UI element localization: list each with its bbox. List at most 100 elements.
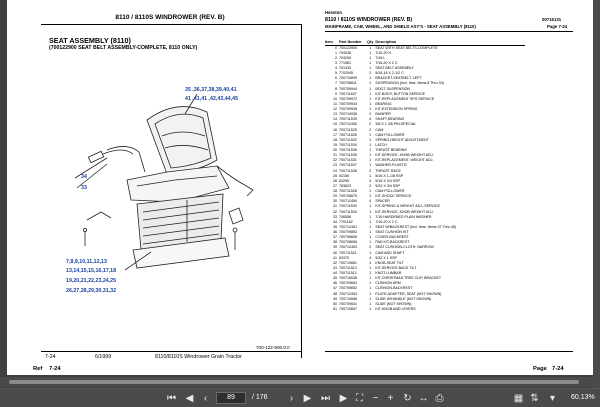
doc-number: 00716131	[542, 17, 562, 22]
part-number: 700708675	[339, 194, 357, 199]
part-number: 63156	[339, 173, 349, 178]
part-number: 700711528	[339, 132, 357, 137]
part-description: COVER-BACKREST	[375, 235, 409, 240]
column-header-description: Description	[375, 40, 526, 46]
callout-34: 34	[81, 174, 87, 180]
column-header-item: Item	[325, 40, 339, 46]
page-total: / 176	[252, 394, 268, 401]
column-header-qty: Qty	[367, 40, 376, 46]
part-number: 700712450	[339, 122, 357, 127]
part-item-number: 2	[335, 55, 337, 60]
part-description: 7/16-20 X 2 C	[375, 60, 398, 65]
part-number: 700711532	[339, 137, 357, 142]
zoom-level[interactable]: 60.13%	[571, 394, 595, 401]
part-quantity: 1	[369, 91, 372, 96]
part-quantity: 1	[369, 132, 372, 137]
part-item-number: 48	[333, 291, 337, 296]
part-description: SEAT W/BACKREST (Incl. Itms. Items 37 Th…	[375, 224, 456, 229]
thumbnails-icon[interactable]: ▦	[513, 393, 524, 404]
previous-page-icon[interactable]: ◀	[185, 393, 194, 404]
part-number: 700708811	[339, 81, 357, 86]
section-subtitle: (700122900 SEAT BELT ASSEMBLY-COMPLETE, …	[49, 45, 198, 51]
next-icon[interactable]: ›	[289, 393, 294, 404]
scroll-mode-icon[interactable]: ⇅	[530, 393, 539, 404]
part-quantity: 1	[369, 301, 372, 306]
part-description: THRUST RACE	[375, 168, 401, 173]
fit-width-icon[interactable]: ↔	[418, 393, 429, 404]
play-icon[interactable]: ▶	[339, 393, 348, 404]
part-item-number: 24	[333, 168, 337, 173]
fullscreen-icon[interactable]: ⛶	[356, 393, 363, 404]
part-number: 700711538	[339, 168, 357, 173]
part-quantity: 1	[369, 173, 372, 178]
part-number: 700708656	[339, 240, 357, 245]
part-item-number: 34	[333, 219, 337, 224]
part-item-number: 38	[333, 240, 337, 245]
part-quantity: 1	[369, 148, 372, 152]
rotate-icon[interactable]: ↻	[403, 393, 412, 404]
part-item-number: 29	[333, 194, 337, 199]
part-quantity: 1	[369, 204, 372, 209]
vertical-scrollbar[interactable]	[593, 0, 600, 388]
part-number: 700712451	[339, 224, 357, 229]
last-page-icon[interactable]: ⏭	[321, 393, 330, 404]
part-quantity: 1	[369, 306, 372, 311]
part-item-number: 0	[335, 45, 337, 50]
print-icon[interactable]: ⎙	[435, 393, 444, 404]
part-item-number: 16	[333, 127, 337, 132]
zoom-in-icon[interactable]: +	[387, 393, 394, 404]
previous-icon[interactable]: ‹	[203, 393, 208, 404]
horizontal-scrollbar[interactable]	[0, 377, 593, 387]
part-item-number: 12	[333, 107, 337, 111]
part-quantity: 1	[369, 296, 372, 301]
part-quantity: 1	[369, 137, 372, 142]
part-description: CAM FOLLOWER	[375, 132, 405, 137]
part-quantity: 1	[369, 235, 372, 240]
next-page-icon[interactable]: ▶	[303, 393, 312, 404]
zoom-out-icon[interactable]: −	[372, 393, 379, 404]
part-item-number: 41	[333, 255, 337, 260]
viewer-toolbar: ⏮ ◀ ‹ 89 / 176 › ▶ ⏭ ▶ ⛶ − + ↻ ↔ ⎙ ▦ ⇅ ▾…	[0, 388, 600, 407]
zoom-dropdown-icon[interactable]: ▾	[549, 393, 556, 404]
part-description: 7/16-20 X 2 C	[375, 219, 398, 224]
part-quantity: 4	[369, 255, 372, 260]
part-description: 3/8 X 1 3/8 PIN-SPECIAL	[375, 122, 417, 127]
part-number: 700711534	[339, 142, 357, 147]
part-quantity: 1	[369, 55, 372, 60]
horizontal-scroll-thumb[interactable]	[9, 380, 579, 384]
part-quantity: 1	[369, 96, 372, 101]
part-quantity: 1	[369, 286, 372, 291]
part-number: 63370	[339, 255, 349, 260]
page-number-input[interactable]: 89	[216, 392, 246, 404]
part-description: 5/16 X 1-1/8 SSP	[375, 173, 404, 178]
part-quantity: 1	[369, 86, 372, 91]
part-quantity: 1	[369, 107, 372, 111]
first-page-icon[interactable]: ⏮	[167, 393, 176, 404]
part-number: 700711513	[339, 265, 357, 270]
part-quantity: 2	[369, 168, 372, 173]
part-quantity: 1	[369, 276, 372, 281]
part-description: CUSHION ARM	[375, 281, 401, 286]
part-description: 5/32 X 3/4 SSP	[375, 183, 400, 188]
part-number: 700711534	[339, 209, 357, 214]
part-description: WASHER-PLASTIC	[375, 163, 408, 168]
part-quantity: 1	[369, 240, 372, 245]
